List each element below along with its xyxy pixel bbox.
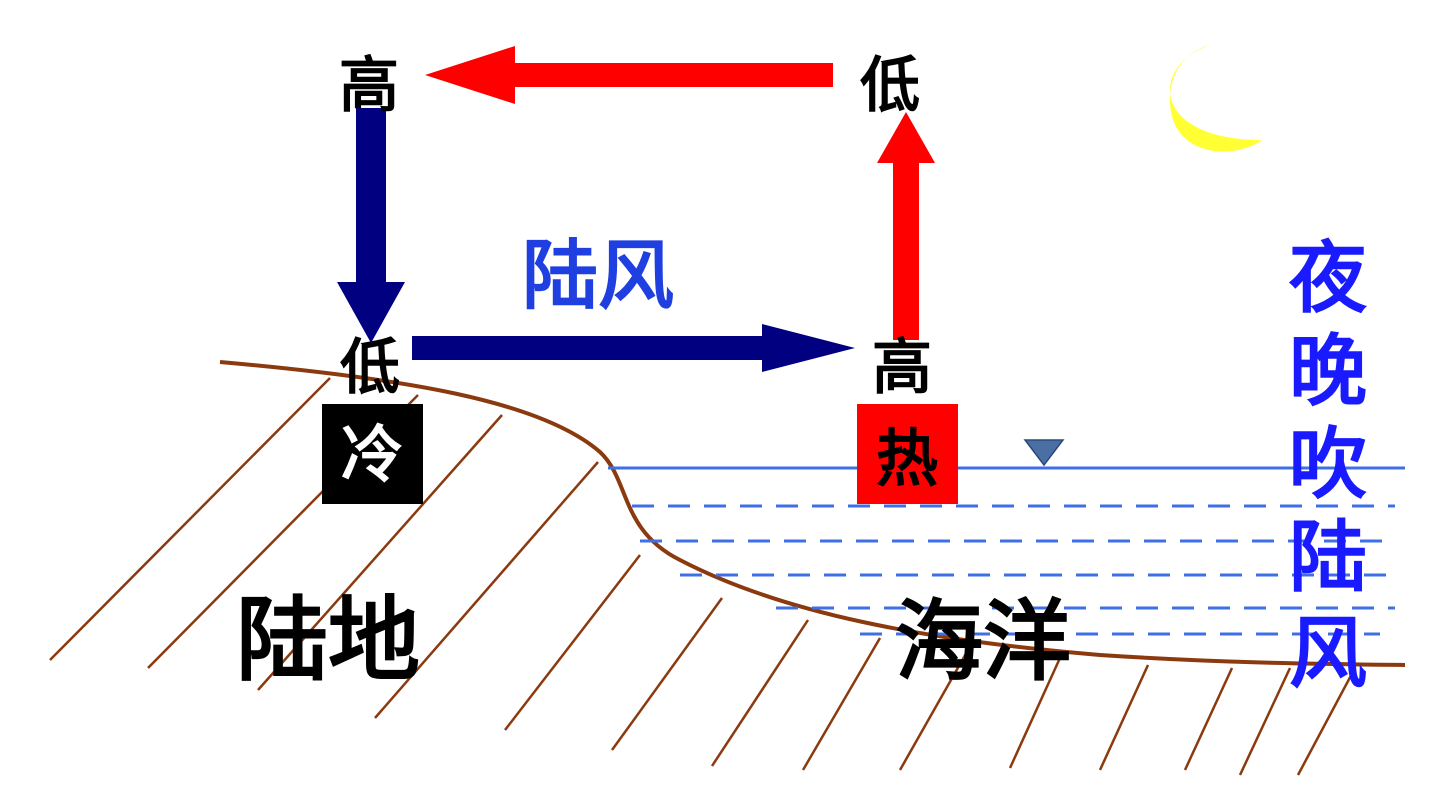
pressure-low-top-right: 低 bbox=[860, 51, 920, 121]
crescent-moon-icon bbox=[1170, 45, 1262, 152]
title-char: 晚 bbox=[1289, 327, 1367, 417]
water-level-triangle-icon bbox=[1023, 439, 1065, 467]
cold-label: 冷 bbox=[341, 418, 403, 491]
pressure-high-ground-right: 高 bbox=[872, 333, 932, 403]
sea-water-lines bbox=[608, 466, 1405, 636]
pressure-low-ground-left: 低 bbox=[340, 333, 400, 403]
title-char: 陆 bbox=[1289, 513, 1367, 603]
coastline bbox=[219, 360, 1406, 667]
hot-box bbox=[857, 404, 958, 504]
rising-air-arrow-red bbox=[877, 112, 935, 340]
ocean-label: 海洋 bbox=[895, 590, 1071, 693]
cold-box bbox=[322, 404, 423, 504]
pressure-high-top-left: 高 bbox=[339, 51, 399, 121]
land-label: 陆地 bbox=[236, 587, 420, 694]
title-char: 夜 bbox=[1288, 234, 1368, 324]
vertical-title: 夜 晚 吹 陆 风 bbox=[1288, 234, 1368, 699]
land-breeze-arrow-navy bbox=[412, 324, 855, 372]
land-breeze-label: 陆风 bbox=[522, 231, 674, 320]
title-char: 风 bbox=[1289, 609, 1367, 699]
upper-air-arrow-red bbox=[425, 46, 833, 104]
title-char: 吹 bbox=[1289, 420, 1367, 510]
sinking-air-arrow-navy bbox=[337, 108, 405, 343]
ground-hatching bbox=[49, 377, 1357, 776]
hot-label: 热 bbox=[876, 422, 938, 495]
